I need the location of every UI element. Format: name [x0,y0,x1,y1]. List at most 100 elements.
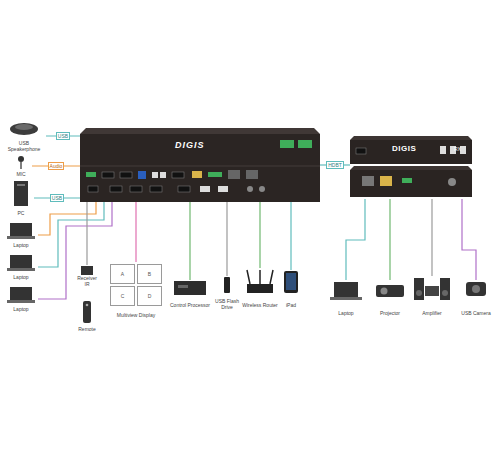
pc-tower-icon [14,181,28,206]
cable-line [189,202,190,280]
remote-node: Remote [74,300,100,332]
cable-label: USB [50,194,64,202]
device-label: Laptop [13,306,28,312]
wireless-router-node: Wireless Router [242,268,278,308]
rx-unit-node: DIGIS RX [350,135,472,199]
main-unit-node: DIGIS [80,128,320,202]
display-cell-node: B [137,264,162,284]
laptop-node: Laptop [4,286,38,312]
rx-lower-top [350,166,472,170]
device-label: Laptop [13,242,28,248]
device-label: Control Processor [170,302,210,308]
speakerphone-icon [10,123,38,135]
rx-unit-body [350,140,472,164]
speaker-icon [440,278,450,300]
cable-connector [346,199,365,280]
device-label: Multiview Display [117,312,155,318]
speaker-cone [442,290,448,296]
device-label: MIC [16,171,25,177]
projector-node: Projector [370,280,410,316]
laptop-node: Laptop [326,280,366,316]
device-label: Projector [380,310,400,316]
projector-icon [376,285,404,297]
display-cell-node: C [110,286,135,306]
device-label: C [121,293,125,299]
device-label: B [148,271,151,277]
cable-label: USB [56,132,70,140]
device-label: PC [18,210,25,216]
camera-lens [472,285,480,293]
device-label: A [121,271,124,277]
device-label: iPad [286,302,296,308]
cable-connector [190,202,191,280]
device-label: USB Camera [461,310,490,316]
brand-label: DIGIS [392,144,416,153]
speaker-icon [414,278,424,300]
pc-drive [17,184,25,186]
ir-receiver-icon [81,266,93,275]
speakerphone-top [15,124,33,130]
rx-port [440,146,446,154]
ir-receiver-node: Receiver IR [74,265,100,287]
multiview-display-node: Multiview Display A B C D [108,262,164,318]
laptop-node: Laptop [4,254,38,280]
remote-icon [83,301,91,323]
laptop-base [330,297,362,300]
cable-connector [291,202,292,270]
cable-line [431,199,432,276]
main-unit-body [80,134,320,202]
cable-connector [462,199,476,280]
cable-line [38,202,104,267]
cable-label: HDBT [326,161,344,169]
cable-label: Audio [48,162,65,170]
cable-line [290,202,291,270]
mic-icon [18,156,24,162]
brand-label: RX [454,146,461,152]
rx-lower-ports [362,176,456,186]
main-unit-top [80,128,320,134]
amplifier-icon [425,286,439,296]
device-label: D [148,293,152,299]
projector-lens [381,288,388,295]
control-processor-node: Control Processor [168,280,212,308]
cable-line [462,199,476,280]
cable-line [135,202,136,262]
device-label: Laptop [338,310,353,316]
cable-line [226,202,227,276]
cable-line [346,199,365,280]
laptop-icon [334,282,358,297]
device-label: Wireless Router [242,302,278,308]
remote-button [86,304,89,307]
control-processor-panel [178,285,188,288]
mic-handle [20,162,22,169]
cable-line [259,202,260,268]
pc-node: PC [8,180,34,216]
display-cell-node: A [110,264,135,284]
device-label: Receiver IR [74,275,100,287]
cable-connector [227,202,228,276]
ipad-icon [284,271,298,293]
laptop-node: Laptop [4,222,38,248]
device-label: Amplifier [422,310,441,316]
main-unit-seam [80,166,320,167]
cable-connector [260,202,261,268]
camera-icon [466,282,486,296]
display-cell-node: D [137,286,162,306]
usb-camera-node: USB Camera [456,280,496,316]
main-unit-ports [86,140,312,192]
cable-line [86,202,87,265]
laptop-icon [7,223,35,303]
rx-lower-body [350,170,472,197]
speaker-cone [416,290,422,296]
ipad-screen [286,273,296,290]
cable-connector [38,202,112,299]
cable-line [38,202,112,299]
amplifier-node: Amplifier [412,276,452,316]
rx-unit-top [350,136,472,140]
device-label: USB Flash Drive [214,298,240,310]
device-label: Laptop [13,274,28,280]
control-processor-icon [174,281,206,295]
cable-connector [432,199,433,276]
